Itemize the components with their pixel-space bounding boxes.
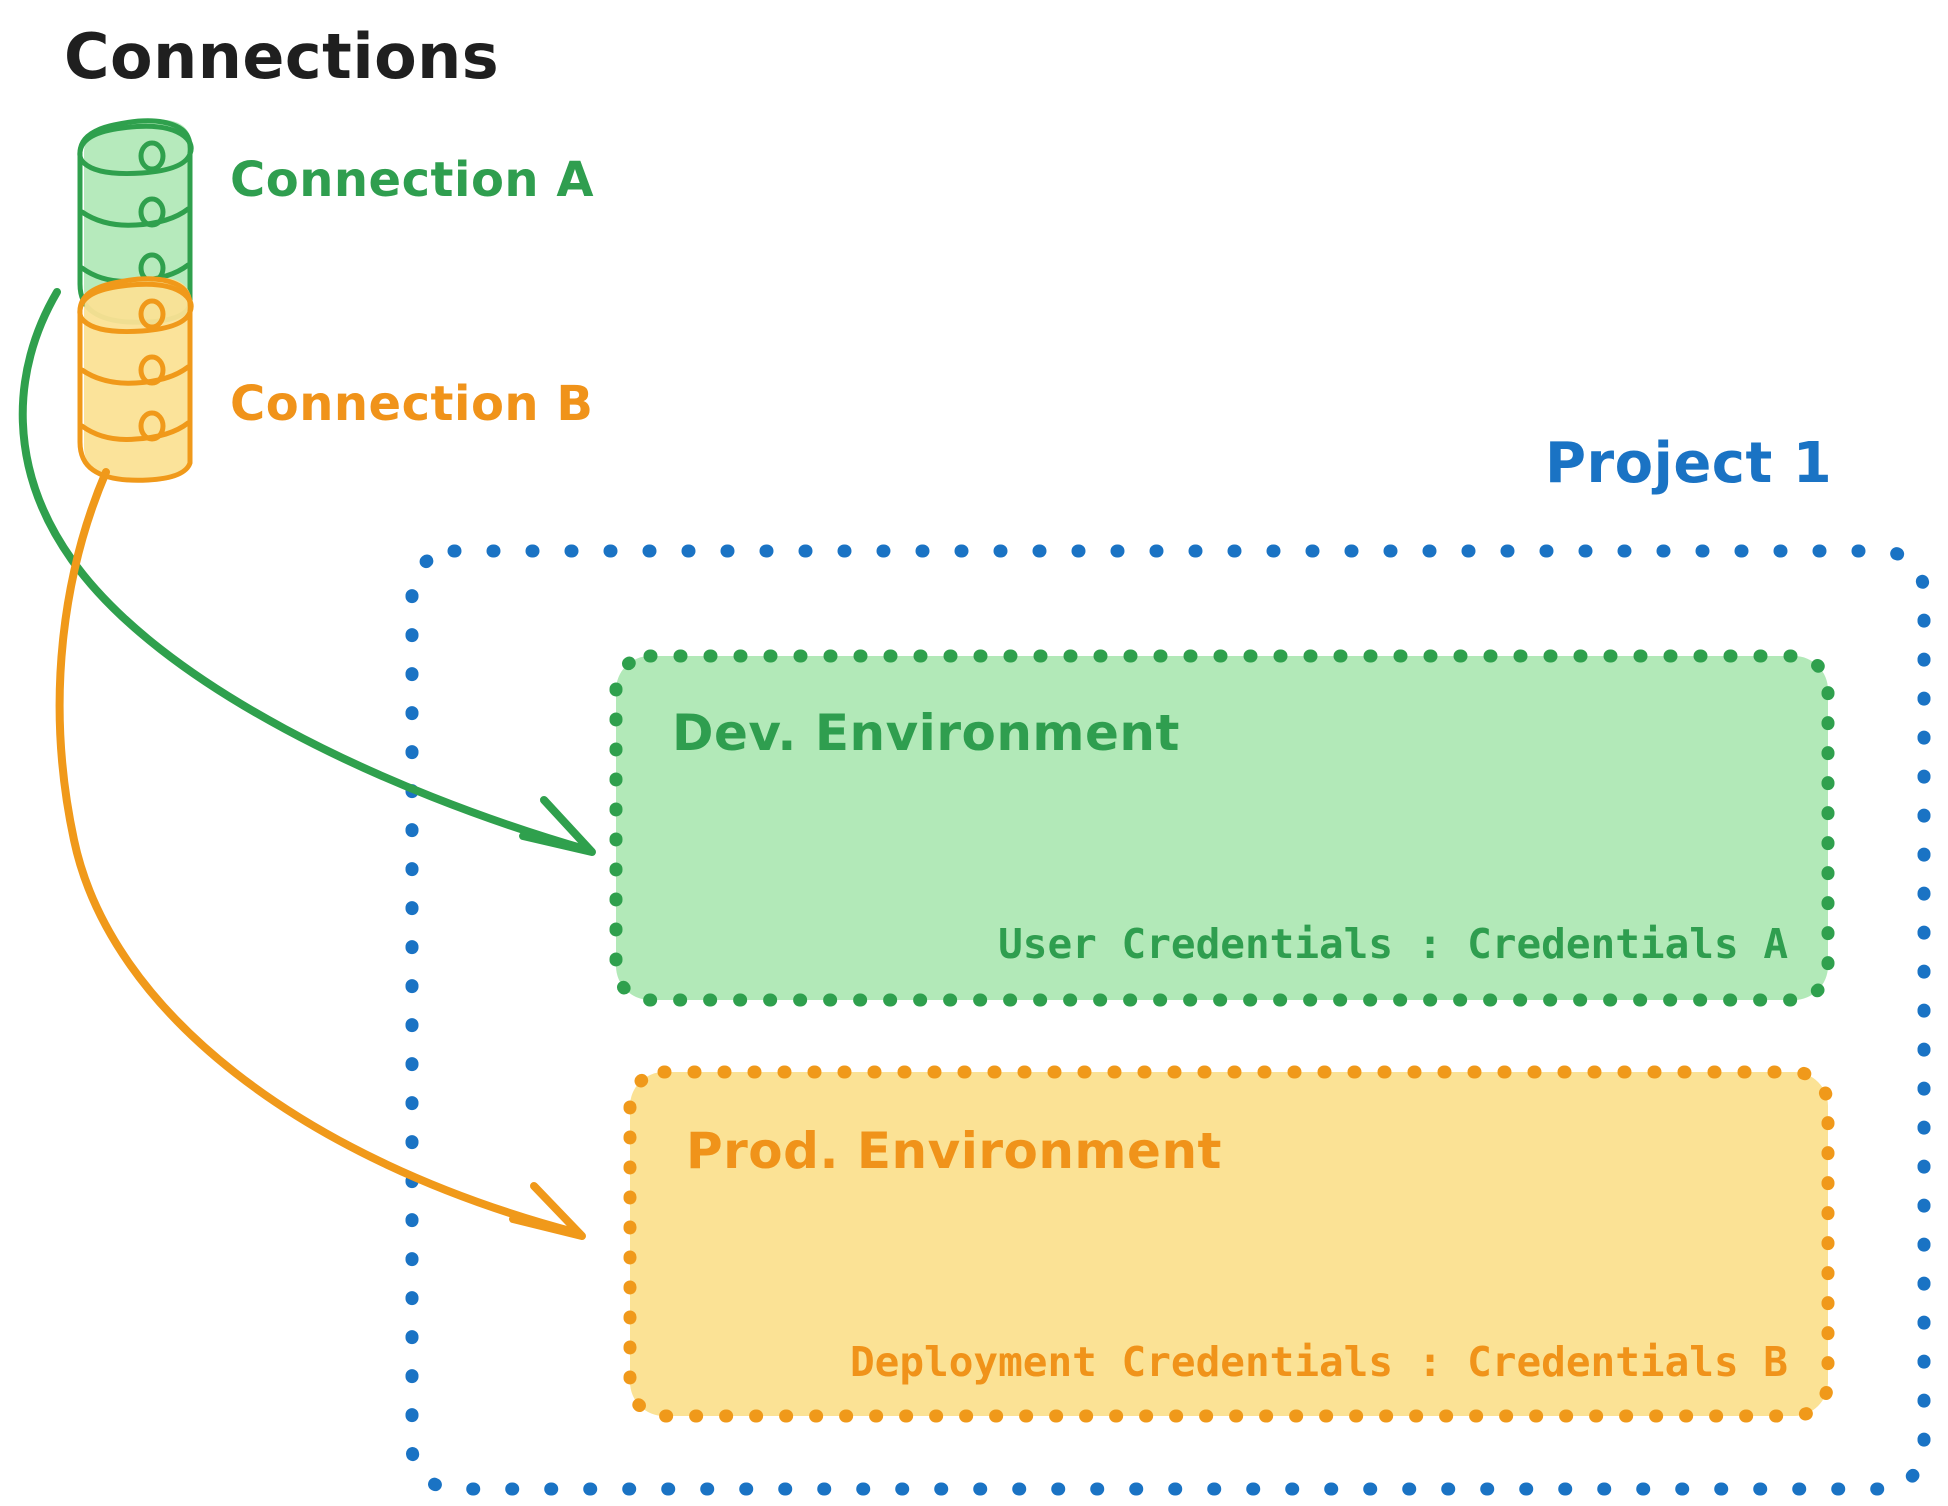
page-title: Connections [64, 20, 499, 93]
dev-environment-border [609, 649, 1835, 1007]
prod-environment-fill [630, 1072, 1828, 1416]
project-label: Project 1 [1545, 431, 1832, 496]
prod-environment-border [623, 1065, 1835, 1423]
connection-a-label: Connection A [230, 152, 594, 208]
prod-environment-box[interactable]: Prod. Environment Deployment Credentials… [623, 1065, 1835, 1423]
arrow-connection-b-to-prod [55, 468, 586, 1240]
connection-b-label: Connection B [230, 376, 593, 432]
arrow-connection-a-to-dev [18, 288, 596, 856]
prod-environment-credentials: Deployment Credentials : Credentials B [850, 1338, 1788, 1386]
dev-environment-title: Dev. Environment [672, 704, 1180, 762]
arrowhead-green [519, 796, 596, 856]
prod-environment-title: Prod. Environment [686, 1122, 1222, 1180]
connection-b-row[interactable]: Connection B [77, 276, 594, 483]
project-container-border [405, 544, 1931, 1496]
dev-environment-box[interactable]: Dev. Environment User Credentials : Cred… [609, 649, 1835, 1007]
database-cylinder-icon-orange [77, 276, 194, 483]
dev-environment-credentials: User Credentials : Credentials A [998, 920, 1788, 968]
arrowhead-orange [509, 1182, 586, 1240]
dev-environment-fill [616, 656, 1828, 1000]
